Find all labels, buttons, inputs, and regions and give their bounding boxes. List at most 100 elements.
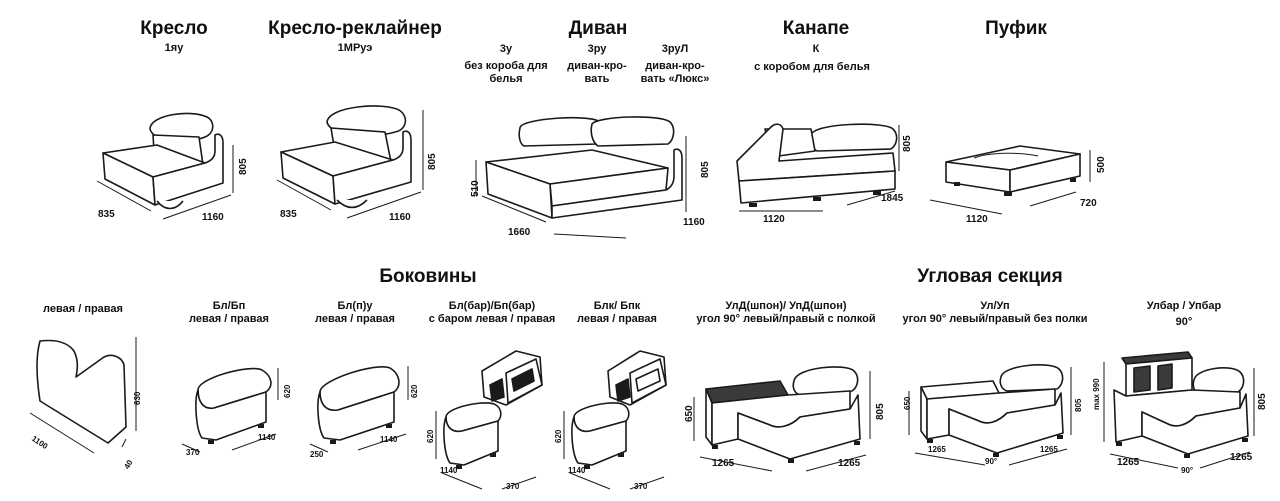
ul-block: Ул/Уп угол 90° левый/правый без полки xyxy=(903,300,1088,326)
side-profile-dim-b: 630 xyxy=(133,391,142,405)
sofa-variant-2: 3ру диван-кро- вать xyxy=(567,43,626,86)
bl-dim-a: 370 xyxy=(186,448,200,457)
uld-dim-b: 1265 xyxy=(838,458,861,469)
armchair-dim-c: 805 xyxy=(238,158,249,175)
pouf-dim-c: 500 xyxy=(1096,156,1107,173)
sofa-dim-h2: 805 xyxy=(700,161,711,178)
ul-drawing xyxy=(905,355,1080,470)
ulbar-dim-angle: 90° xyxy=(1181,466,1194,475)
blbar-drawing xyxy=(432,345,557,495)
uld-drawing xyxy=(690,355,880,475)
section-title-sides: Боковины xyxy=(379,266,477,287)
blpu-dim-c: 620 xyxy=(410,384,419,398)
blk-dim-a: 1140 xyxy=(568,466,586,475)
ul-dim-c: 650 xyxy=(903,396,912,410)
blbar-dim-a: 1140 xyxy=(440,466,458,475)
kanape-drawing xyxy=(735,115,905,215)
ulbar-code: Улбар / Упбар xyxy=(1146,300,1222,312)
uld-label: угол 90° левый/правый с полкой xyxy=(696,313,876,325)
title-pouf: Пуфик xyxy=(985,18,1047,39)
ulbar-drawing xyxy=(1100,350,1260,475)
sofa-variant-code: 3руЛ xyxy=(661,43,689,55)
blpu-dim-b: 1140 xyxy=(380,435,398,444)
uld-dim-c: 650 xyxy=(684,405,695,422)
ul-dim-d: 805 xyxy=(1074,398,1083,412)
bl-drawing xyxy=(180,360,280,455)
sofa-dim-b: 1160 xyxy=(683,217,705,228)
sofa-variant-desc: диван-кро- xyxy=(567,60,627,72)
blk-block: Блк/ Бпк левая / правая xyxy=(577,300,657,326)
recliner-dim-a: 835 xyxy=(280,209,297,220)
armchair-dim-b: 1160 xyxy=(202,212,224,223)
kanape-dim-b: 1845 xyxy=(881,193,904,204)
sofa-variant-1: 3у без короба для белья xyxy=(464,43,547,86)
blk-dim-b: 370 xyxy=(634,482,648,491)
bl-code: Бл/Бп xyxy=(212,300,246,312)
sofa-variant-code: 3у xyxy=(499,43,513,55)
blbar-dim-c: 620 xyxy=(426,429,435,443)
kanape-dim-a: 1120 xyxy=(763,214,785,225)
ulbar-dim-c: max 990 xyxy=(1092,378,1101,410)
sofa-variant-desc: белья xyxy=(489,73,523,85)
blbar-label: с баром левая / правая xyxy=(428,313,556,325)
sofa-dim-a: 1660 xyxy=(508,227,531,238)
blpu-code: Бл(п)у xyxy=(337,300,373,312)
blbar-dim-b: 370 xyxy=(506,482,520,491)
recliner-drawing xyxy=(275,100,425,220)
armchair-dim-a: 835 xyxy=(98,209,115,220)
title-armchair: Кресло xyxy=(140,18,208,39)
ul-dim-a: 1265 xyxy=(928,445,946,454)
ul-label: угол 90° левый/правый без полки xyxy=(902,313,1088,325)
ulbar-dim-b: 1265 xyxy=(1230,452,1253,463)
kanape-dim-c: 805 xyxy=(902,135,913,152)
blk-drawing xyxy=(560,345,685,495)
ulbar-dim-d: 805 xyxy=(1257,393,1268,410)
recliner-dim-c: 805 xyxy=(427,153,438,170)
recliner-dim-b: 1160 xyxy=(389,212,411,223)
blpu-label: левая / правая xyxy=(315,313,395,325)
ul-dim-angle: 90° xyxy=(985,457,998,466)
blk-code: Блк/ Бпк xyxy=(593,300,641,312)
pouf-drawing xyxy=(930,140,1095,215)
uld-dim-d: 805 xyxy=(875,403,886,420)
code-recliner: 1МРуэ xyxy=(337,42,373,54)
blbar-code: Бл(бар)/Бп(бар) xyxy=(448,300,536,312)
sofa-variant-desc: без короба для xyxy=(464,60,548,72)
code-armchair: 1яу xyxy=(164,42,184,54)
pouf-dim-b: 720 xyxy=(1080,198,1097,209)
blk-dim-c: 620 xyxy=(554,429,563,443)
title-recliner: Кресло-реклайнер xyxy=(268,18,442,39)
blpu-drawing xyxy=(310,358,410,453)
uld-dim-a: 1265 xyxy=(712,458,735,469)
armchair-drawing xyxy=(95,105,235,220)
pouf-dim-a: 1120 xyxy=(966,214,988,225)
sofa-variant-3: 3руЛ диван-кро- вать «Люкс» xyxy=(641,43,710,86)
ulbar-dim-a: 1265 xyxy=(1117,457,1140,468)
bl-dim-b: 1140 xyxy=(258,433,276,442)
blpu-block: Бл(п)у левая / правая xyxy=(315,300,395,326)
ul-dim-b: 1265 xyxy=(1040,445,1058,454)
ulbar-block: Улбар / Упбар 90° xyxy=(1147,300,1222,329)
blpu-dim-a: 250 xyxy=(310,450,324,459)
sofa-variant-code: 3ру xyxy=(587,43,607,55)
bl-block: Бл/Бп левая / правая xyxy=(189,300,269,326)
side-profile-drawing xyxy=(30,335,140,475)
bl-label: левая / правая xyxy=(189,313,269,325)
sofa-drawing xyxy=(480,110,690,240)
sofa-dim-h1: 510 xyxy=(470,180,481,197)
title-kanape: Канапе xyxy=(782,18,850,39)
blk-label: левая / правая xyxy=(577,313,657,325)
sofa-variant-desc: вать «Люкс» xyxy=(640,73,710,85)
sofa-variant-desc: диван-кро- xyxy=(645,60,705,72)
section-title-corner: Угловая секция xyxy=(917,266,1063,287)
blbar-block: Бл(бар)/Бп(бар) с баром левая / правая xyxy=(429,300,556,326)
sofa-variant-desc: вать xyxy=(584,73,610,85)
ul-code: Ул/Уп xyxy=(980,300,1010,312)
code-kanape: К xyxy=(812,43,820,55)
title-sofa: Диван xyxy=(568,18,628,39)
ulbar-label: 90° xyxy=(1175,316,1193,328)
side-profile-label: левая / правая xyxy=(43,303,123,315)
bl-dim-c: 620 xyxy=(283,384,292,398)
uld-block: УлД(шпон)/ УпД(шпон) угол 90° левый/прав… xyxy=(696,300,875,326)
kanape-desc: с коробом для белья xyxy=(754,61,870,73)
